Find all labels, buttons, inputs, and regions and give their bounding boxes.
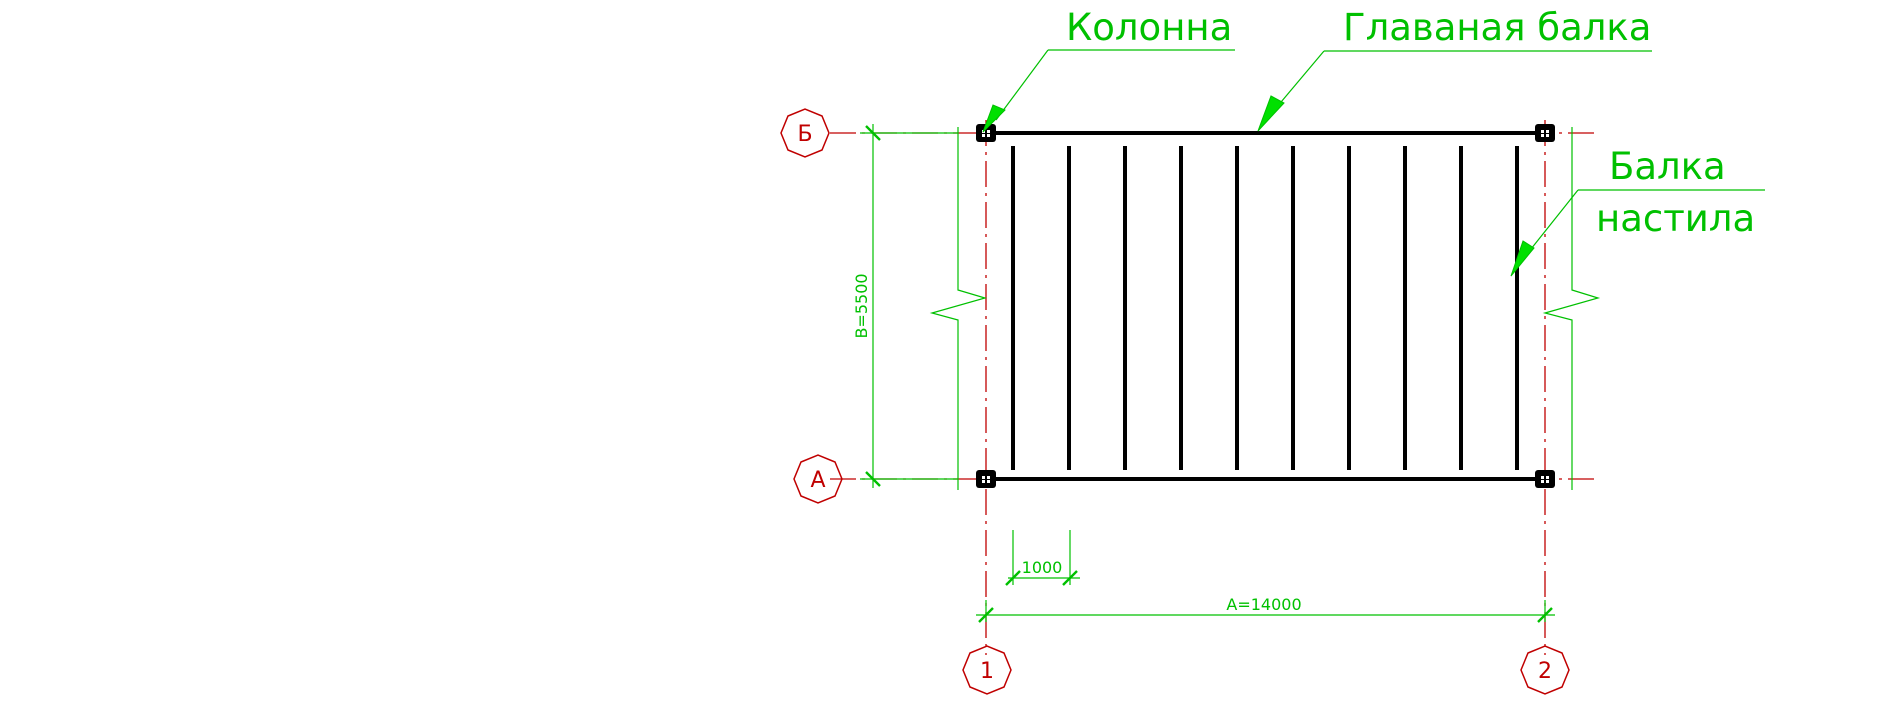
callout-column-label: Колонна <box>1066 6 1232 49</box>
axis-marker-2: 2 <box>1520 645 1570 695</box>
dimension-deck-spacing: 1000 <box>1005 530 1080 586</box>
callout-deck-beam-label-2: настила <box>1596 197 1755 240</box>
axis-marker-1: 1 <box>962 645 1012 695</box>
dimension-b: B=5500 <box>852 124 958 488</box>
columns <box>976 124 1555 488</box>
break-line-left <box>929 127 988 490</box>
column-a2 <box>1535 470 1555 488</box>
break-lines <box>929 127 1601 490</box>
dimension-a-label: A=14000 <box>1226 595 1301 614</box>
deck-beams <box>1011 146 1519 470</box>
dimension-a: A=14000 <box>976 595 1555 623</box>
callout-main-beam-label: Главаная балка <box>1343 6 1651 49</box>
dimension-deck-spacing-label: 1000 <box>1022 558 1063 577</box>
column-a1 <box>976 470 996 488</box>
callout-deck-beam-label-1: Балка <box>1609 145 1726 188</box>
callout-deck-beam: Балка настила <box>1510 145 1765 277</box>
dimension-b-label: B=5500 <box>852 273 871 338</box>
axis-label-a: А <box>810 468 825 493</box>
axis-markers: Б А 1 2 <box>780 108 1570 695</box>
main-beams <box>982 131 1550 481</box>
axis-label-2: 2 <box>1538 659 1552 684</box>
grid-lines <box>830 120 1595 655</box>
callout-column: Колонна <box>982 6 1235 133</box>
column-b2 <box>1535 124 1555 142</box>
axis-marker-b: Б <box>780 108 830 158</box>
axis-label-b: Б <box>797 122 812 147</box>
callout-main-beam: Главаная балка <box>1257 6 1652 132</box>
break-line-right <box>1542 127 1601 490</box>
axis-label-1: 1 <box>980 659 994 684</box>
axis-marker-a: А <box>793 454 843 504</box>
